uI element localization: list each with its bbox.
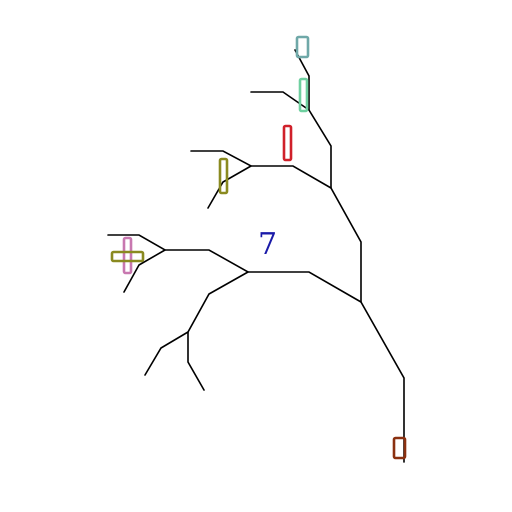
teal-marker — [295, 35, 310, 59]
brown-marker — [392, 436, 407, 460]
lower-branch-down-chain — [144, 271, 249, 376]
lower-branch-fork — [123, 249, 166, 293]
middle-branch-fork — [207, 165, 252, 209]
backbone-lower-chain — [294, 49, 405, 463]
red-marker — [282, 124, 293, 162]
lower-branch-down-fork — [187, 331, 205, 391]
mint-marker — [298, 77, 309, 113]
lower-branch-chain — [107, 234, 362, 303]
middle-branch-chain — [190, 150, 332, 189]
olive-marker-horizontal — [110, 250, 145, 263]
olive-marker-vertical — [218, 157, 229, 195]
pink-marker — [122, 236, 133, 275]
diagram-label: 7 — [258, 227, 277, 262]
